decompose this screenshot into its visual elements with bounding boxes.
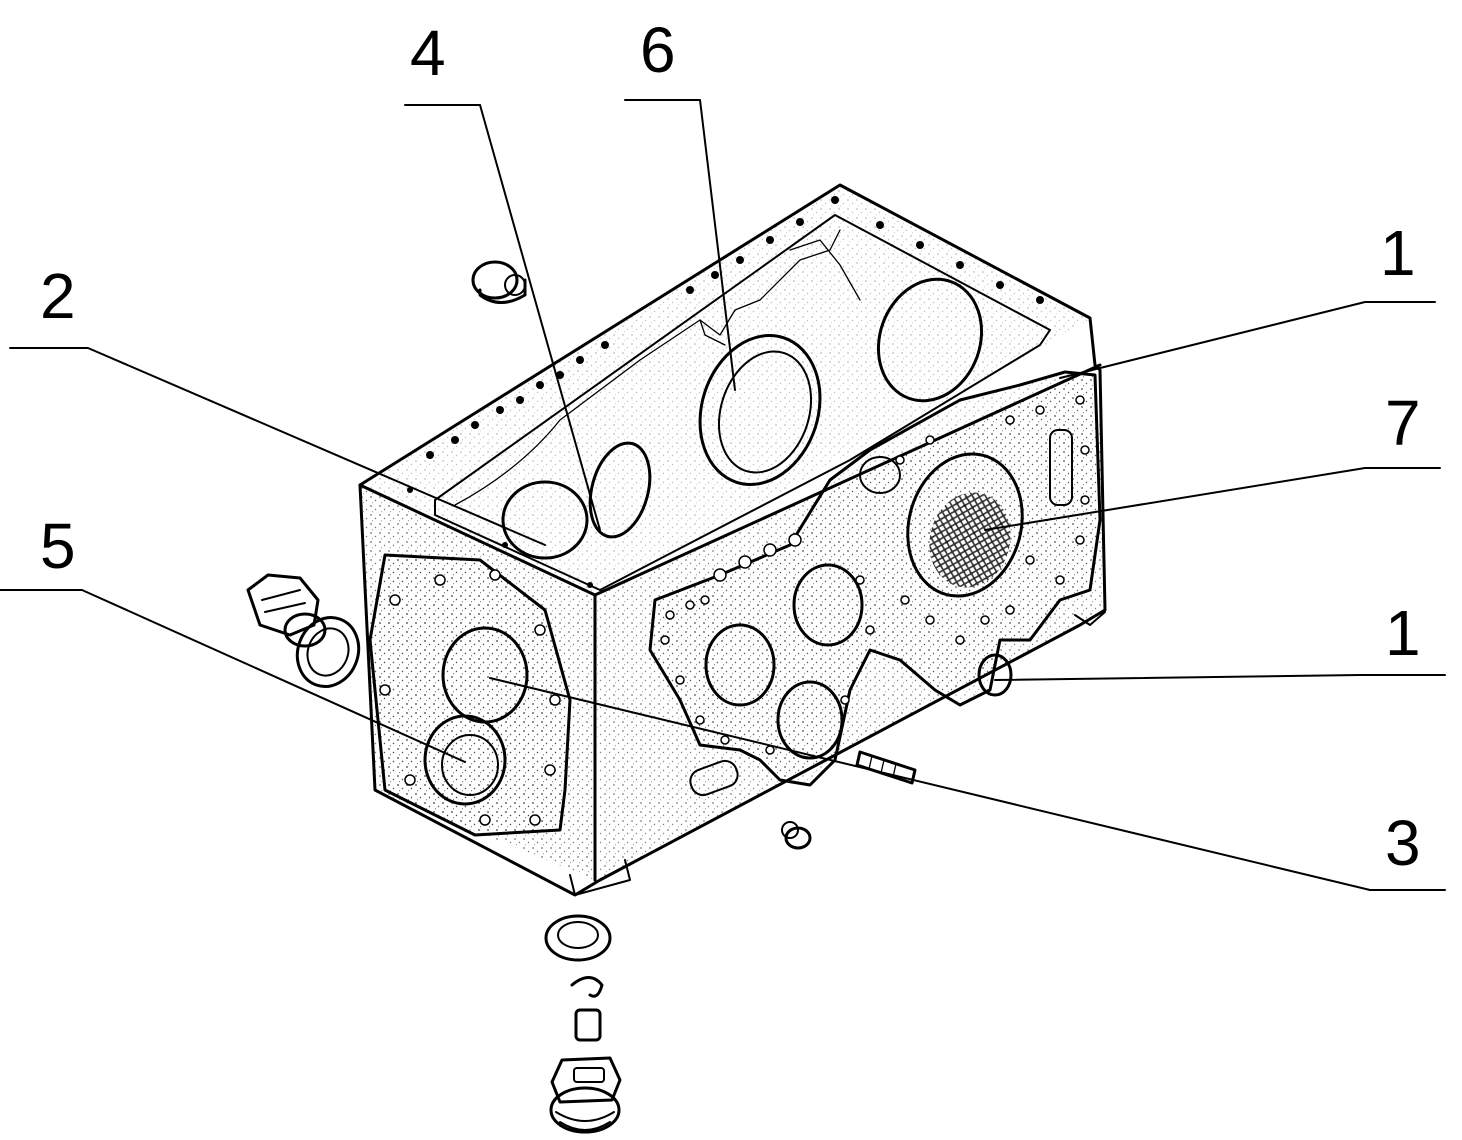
leader-2 <box>9 347 546 546</box>
side-drain-plug <box>246 573 327 648</box>
callout-labels: 4 6 1 2 7 5 1 3 <box>40 14 1421 879</box>
side-gasket-flange-stipple <box>650 372 1100 785</box>
housing-top-rim <box>360 185 1090 595</box>
housing-bottom-lip <box>569 859 631 896</box>
housing-inner-rib <box>699 239 861 346</box>
side-flange-bolt-holes <box>660 395 1090 755</box>
leader-1-top <box>1059 301 1436 379</box>
callout-6: 6 <box>640 14 676 86</box>
callout-1-top: 1 <box>1380 217 1416 289</box>
housing-foot <box>1074 611 1106 626</box>
side-port-a <box>704 623 776 707</box>
side-boss-top <box>859 456 901 494</box>
housing-inner-wall <box>454 229 841 506</box>
callout-3: 3 <box>1385 807 1421 879</box>
internal-bore-large <box>698 334 822 486</box>
side-boss-nut <box>977 653 1013 697</box>
callout-2: 2 <box>40 260 76 332</box>
top-rim-bolt-holes <box>407 196 1044 588</box>
locating-pin <box>781 821 812 850</box>
leader-1-bottom <box>994 674 1446 681</box>
side-port-main-mesh <box>929 492 1011 588</box>
front-cover-bolt-holes <box>379 569 561 826</box>
leader-4 <box>404 104 601 531</box>
housing-outline <box>358 183 1107 897</box>
side-port-c <box>776 680 844 760</box>
bottom-oval-port <box>689 759 739 797</box>
leader-3 <box>489 677 1446 891</box>
bottom-magnet-insert <box>574 1008 602 1042</box>
internal-bore-right <box>876 277 984 403</box>
side-row-holes <box>713 533 802 582</box>
gearbox-housing <box>358 183 1107 897</box>
housing-top-opening <box>434 214 1051 591</box>
bottom-washer <box>544 914 612 962</box>
front-cover-plate-stipple <box>370 555 570 835</box>
internal-bore-center <box>588 441 652 539</box>
leader-lines <box>0 99 1446 891</box>
internal-bore-large-inner <box>717 350 813 474</box>
leader-7 <box>984 467 1441 531</box>
front-port-lower <box>423 714 507 806</box>
housing-top-front-edge <box>358 483 597 597</box>
callout-4: 4 <box>410 17 446 89</box>
bottom-clip <box>570 976 604 998</box>
side-port-b <box>792 563 864 647</box>
front-port-lower-inner <box>441 734 499 796</box>
callout-5: 5 <box>40 510 76 582</box>
side-slot <box>1049 429 1073 506</box>
side-port-main <box>906 452 1024 598</box>
callout-7: 7 <box>1385 387 1421 459</box>
callout-1-bottom: 1 <box>1385 597 1421 669</box>
leader-6 <box>624 99 736 391</box>
bottom-drain-plug <box>549 1056 622 1134</box>
breather-plug <box>471 260 527 304</box>
bottom-drain-assembly <box>544 914 622 1134</box>
side-sealing-washer <box>295 616 361 688</box>
leader-5 <box>0 589 466 763</box>
internal-bore-left <box>501 480 589 560</box>
